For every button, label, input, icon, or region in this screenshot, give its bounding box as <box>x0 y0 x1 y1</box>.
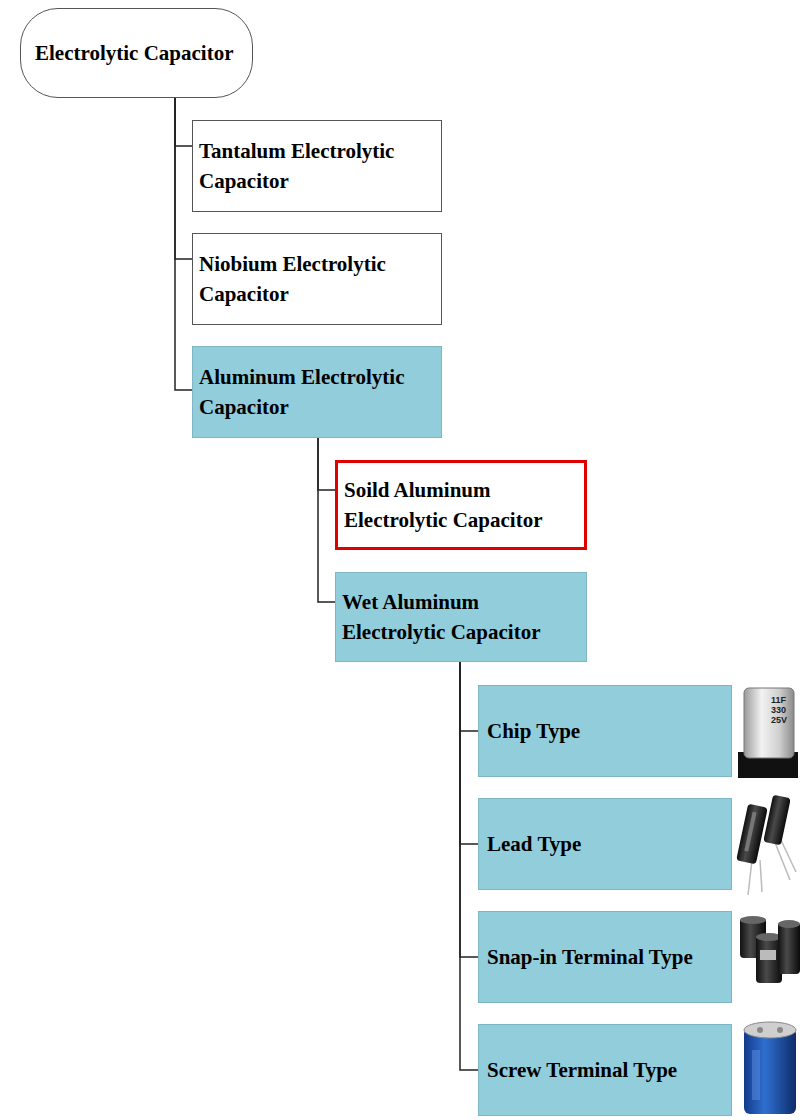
node-label: Aluminum Electrolytic Capacitor <box>199 362 435 423</box>
type-box: Screw Terminal Type <box>478 1024 732 1116</box>
root-box: Electrolytic Capacitor <box>20 8 253 98</box>
tree-connector <box>460 662 478 1070</box>
type-box: Lead Type <box>478 798 732 890</box>
tree-connector <box>460 662 478 844</box>
tree-connector <box>175 98 192 146</box>
tree-connector <box>318 438 335 602</box>
lead-capacitor-photo <box>736 795 796 895</box>
capacitor-marking: 330 <box>771 706 786 715</box>
marked-box: Soild Aluminum Electrolytic Capacitor <box>335 460 587 550</box>
category-box: Tantalum Electrolytic Capacitor <box>192 120 442 212</box>
node-label: Lead Type <box>487 829 723 859</box>
node-label: Soild Aluminum Electrolytic Capacitor <box>344 475 578 536</box>
node-label: Niobium Electrolytic Capacitor <box>199 249 435 310</box>
node-label: Electrolytic Capacitor <box>35 38 238 68</box>
capacitor-marking: 11F <box>771 696 786 705</box>
screw-capacitor-photo <box>744 1022 796 1114</box>
node-label: Wet Aluminum Electrolytic Capacitor <box>342 587 580 648</box>
tree-connector <box>175 98 192 259</box>
tree-connector <box>460 662 478 957</box>
node-label: Snap-in Terminal Type <box>487 942 723 972</box>
chip-capacitor-photo <box>738 688 798 778</box>
tree-connector <box>460 662 478 731</box>
node-label: Chip Type <box>487 716 723 746</box>
type-box: Chip Type <box>478 685 732 777</box>
category-box: Niobium Electrolytic Capacitor <box>192 233 442 325</box>
capacitor-marking: 25V <box>771 716 787 725</box>
highlight-box: Aluminum Electrolytic Capacitor <box>192 346 442 438</box>
snap-in-capacitor-photo <box>740 916 800 983</box>
tree-connector <box>318 438 335 490</box>
type-box: Snap-in Terminal Type <box>478 911 732 1003</box>
node-label: Tantalum Electrolytic Capacitor <box>199 136 435 197</box>
node-label: Screw Terminal Type <box>487 1055 723 1085</box>
tree-connector <box>175 98 192 390</box>
highlight-box: Wet Aluminum Electrolytic Capacitor <box>335 572 587 662</box>
